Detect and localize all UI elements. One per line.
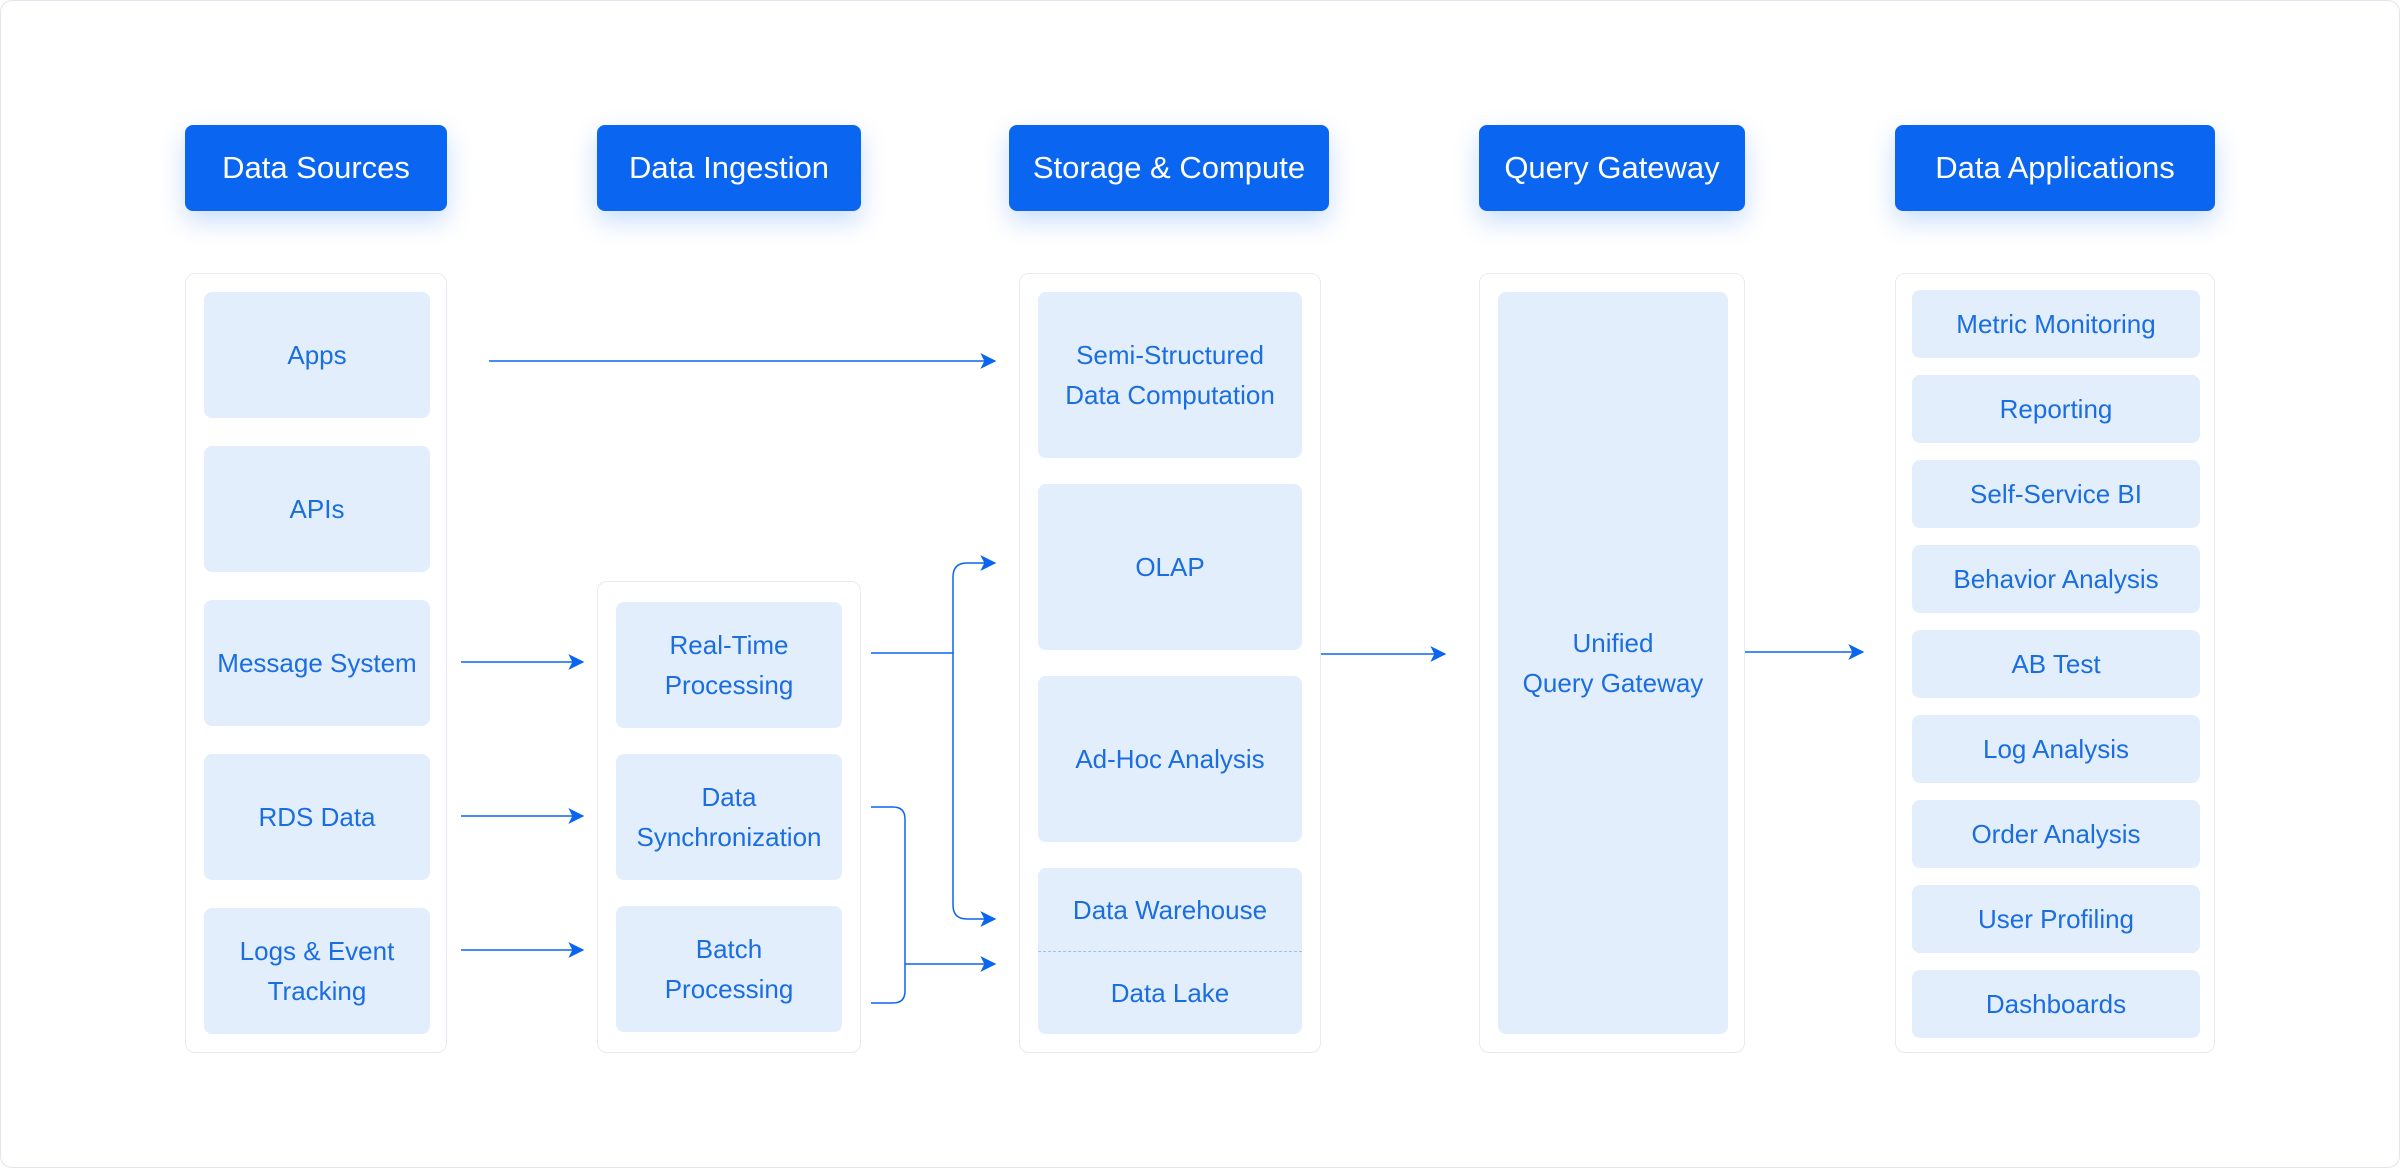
- storage-warehouse-lake: Data Warehouse Data Lake: [1038, 868, 1302, 1034]
- source-message-system: Message System: [204, 600, 430, 726]
- app-dashboards: Dashboards: [1912, 970, 2200, 1038]
- header-data-sources: Data Sources: [185, 125, 447, 211]
- source-rds-data: RDS Data: [204, 754, 430, 880]
- panel-query-gateway: Unified Query Gateway: [1479, 273, 1745, 1053]
- ingestion-data-synchronization: Data Synchronization: [616, 754, 842, 880]
- panel-data-sources: Apps APIs Message System RDS Data Logs &…: [185, 273, 447, 1053]
- header-query-gateway: Query Gateway: [1479, 125, 1745, 211]
- app-user-profiling: User Profiling: [1912, 885, 2200, 953]
- header-data-ingestion: Data Ingestion: [597, 125, 861, 211]
- app-reporting: Reporting: [1912, 375, 2200, 443]
- header-storage-compute: Storage & Compute: [1009, 125, 1329, 211]
- bracket-sync-batch: [871, 806, 906, 1004]
- arrow-realtime-to-olap: [952, 555, 997, 653]
- ingestion-batch-processing: Batch Processing: [616, 906, 842, 1032]
- app-behavior-analysis: Behavior Analysis: [1912, 545, 2200, 613]
- header-data-applications: Data Applications: [1895, 125, 2215, 211]
- warehouse-lake-divider: [1038, 951, 1302, 952]
- panel-data-applications: Metric Monitoring Reporting Self-Service…: [1895, 273, 2215, 1053]
- storage-ad-hoc-analysis: Ad-Hoc Analysis: [1038, 676, 1302, 842]
- storage-semi-structured: Semi-Structured Data Computation: [1038, 292, 1302, 458]
- panel-storage-compute: Semi-Structured Data Computation OLAP Ad…: [1019, 273, 1321, 1053]
- ingestion-real-time-processing: Real-Time Processing: [616, 602, 842, 728]
- panel-data-ingestion: Real-Time Processing Data Synchronizatio…: [597, 581, 861, 1053]
- storage-olap: OLAP: [1038, 484, 1302, 650]
- app-order-analysis: Order Analysis: [1912, 800, 2200, 868]
- app-ab-test: AB Test: [1912, 630, 2200, 698]
- app-self-service-bi: Self-Service BI: [1912, 460, 2200, 528]
- source-apis: APIs: [204, 446, 430, 572]
- arrow-realtime-to-warehouse: [952, 653, 997, 927]
- app-log-analysis: Log Analysis: [1912, 715, 2200, 783]
- source-logs-event-tracking: Logs & Event Tracking: [204, 908, 430, 1034]
- source-apps: Apps: [204, 292, 430, 418]
- storage-data-lake: Data Lake: [1110, 977, 1230, 1008]
- app-metric-monitoring: Metric Monitoring: [1912, 290, 2200, 358]
- storage-data-warehouse: Data Warehouse: [1072, 894, 1268, 925]
- unified-query-gateway: Unified Query Gateway: [1498, 292, 1728, 1034]
